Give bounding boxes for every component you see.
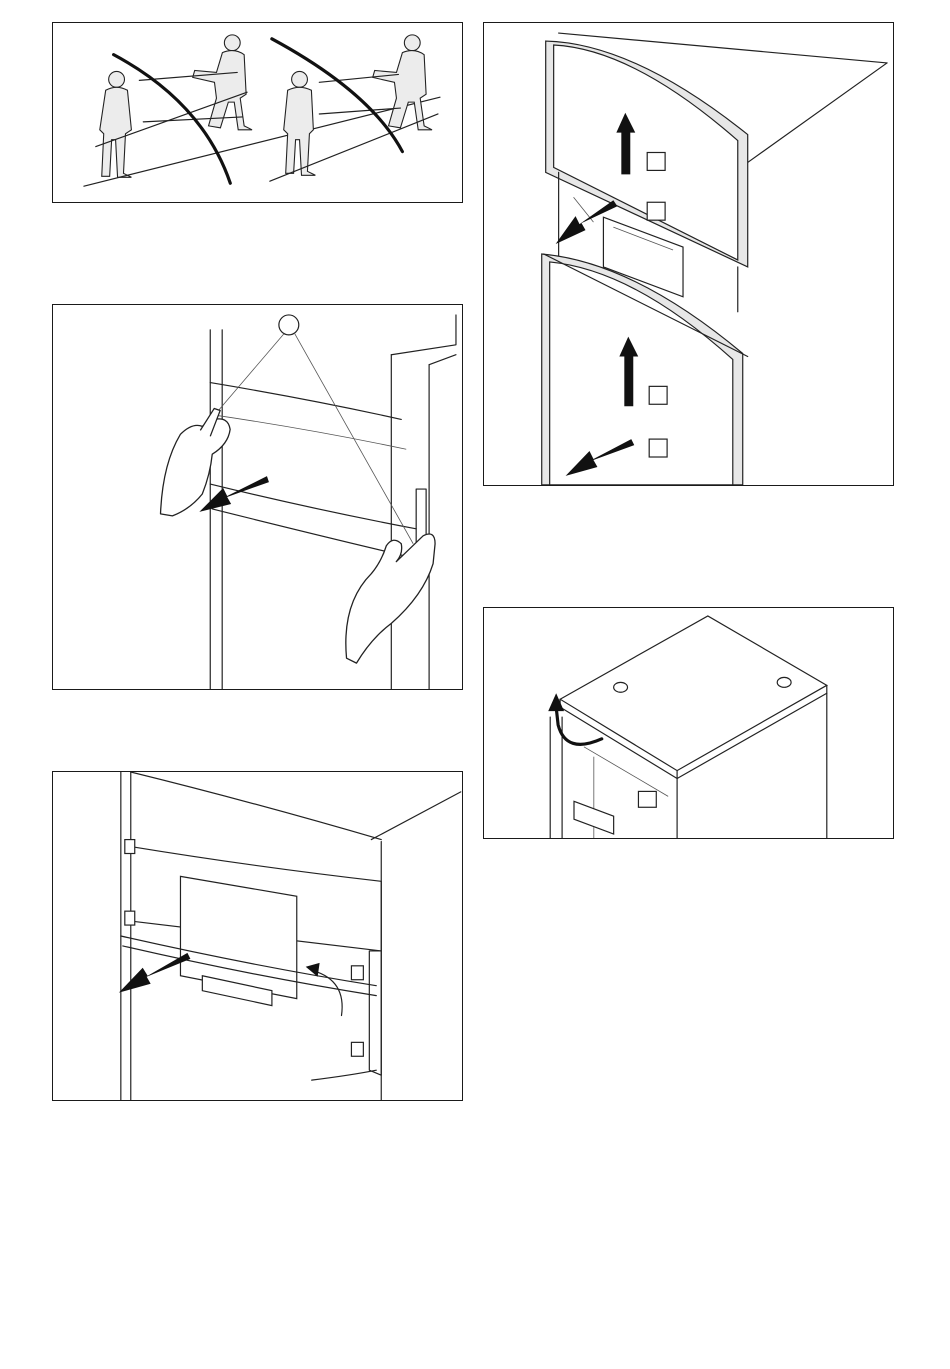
upper-lower-panel-illustration <box>484 23 893 485</box>
step-box-icon <box>649 386 667 404</box>
rotate-arrow-icon <box>314 971 342 1016</box>
step-box-icon <box>649 439 667 457</box>
carrying-illustration <box>53 23 462 202</box>
arrow-icon <box>119 953 191 993</box>
person-icon <box>373 35 432 130</box>
person-icon <box>100 71 132 177</box>
figure-front-panel-remove <box>52 771 463 1101</box>
hand-icon <box>346 534 435 663</box>
step-box-icon <box>647 202 665 220</box>
figure-front-panel-grip <box>52 304 463 690</box>
figure-carrying-prohibited <box>52 22 463 203</box>
front-panel-remove-illustration <box>53 772 462 1100</box>
figure-upper-lower-panel <box>483 22 894 486</box>
person-icon <box>284 71 316 175</box>
figure-top-cover <box>483 607 894 839</box>
callout-circle-icon <box>279 315 299 335</box>
front-panel-grip-illustration <box>53 305 462 689</box>
top-cover-illustration <box>484 608 893 838</box>
person-icon <box>193 35 252 130</box>
step-box-icon <box>647 152 665 170</box>
